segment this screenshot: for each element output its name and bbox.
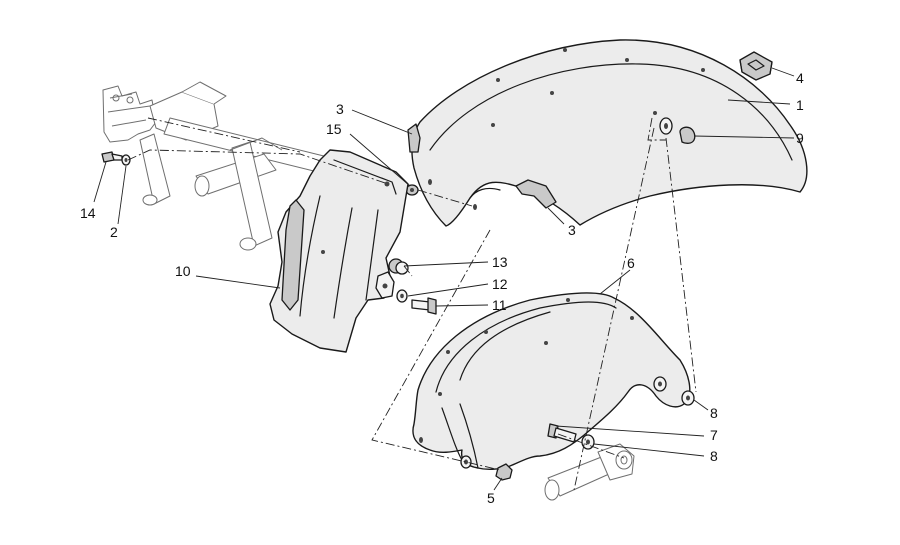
callout-13: 13 [492, 254, 508, 270]
callout-14: 14 [80, 205, 96, 221]
leader-lines [93, 67, 795, 491]
callout-10: 10 [175, 263, 191, 279]
callout-11: 11 [492, 297, 507, 313]
callout-1: 1 [796, 97, 804, 113]
rear-mudguard-part-1 [407, 39, 808, 227]
screw-part-11 [411, 297, 437, 315]
grommet-part-9 [659, 117, 696, 144]
grommet-part-13 [388, 258, 409, 275]
callout-8-upper: 8 [710, 405, 718, 421]
splash-guard-part-10 [269, 149, 409, 353]
callout-5: 5 [487, 490, 495, 506]
callout-2: 2 [110, 224, 118, 240]
screw-part-14 [101, 151, 123, 163]
washer-part-2 [121, 154, 131, 166]
callout-7: 7 [710, 427, 718, 443]
inner-mudguard-part-6 [412, 292, 691, 471]
callout-12: 12 [492, 276, 508, 292]
washer-part-12 [396, 289, 408, 303]
washer-part-8-upper [681, 390, 695, 406]
callout-4: 4 [796, 70, 804, 86]
callout-15: 15 [326, 121, 342, 137]
callout-9: 9 [796, 130, 804, 146]
clip-nut-part-4 [739, 51, 773, 81]
callout-labels: 1 4 9 3 15 3 10 13 12 11 6 8 7 8 5 14 2 [80, 70, 804, 506]
assembly-axes [127, 117, 697, 491]
swingarm-outline [544, 443, 635, 501]
callout-8-lower: 8 [710, 448, 718, 464]
callout-3-upper: 3 [336, 101, 344, 117]
callout-3-lower: 3 [568, 222, 576, 238]
nut-part-5 [495, 463, 513, 481]
callout-6: 6 [627, 255, 635, 271]
